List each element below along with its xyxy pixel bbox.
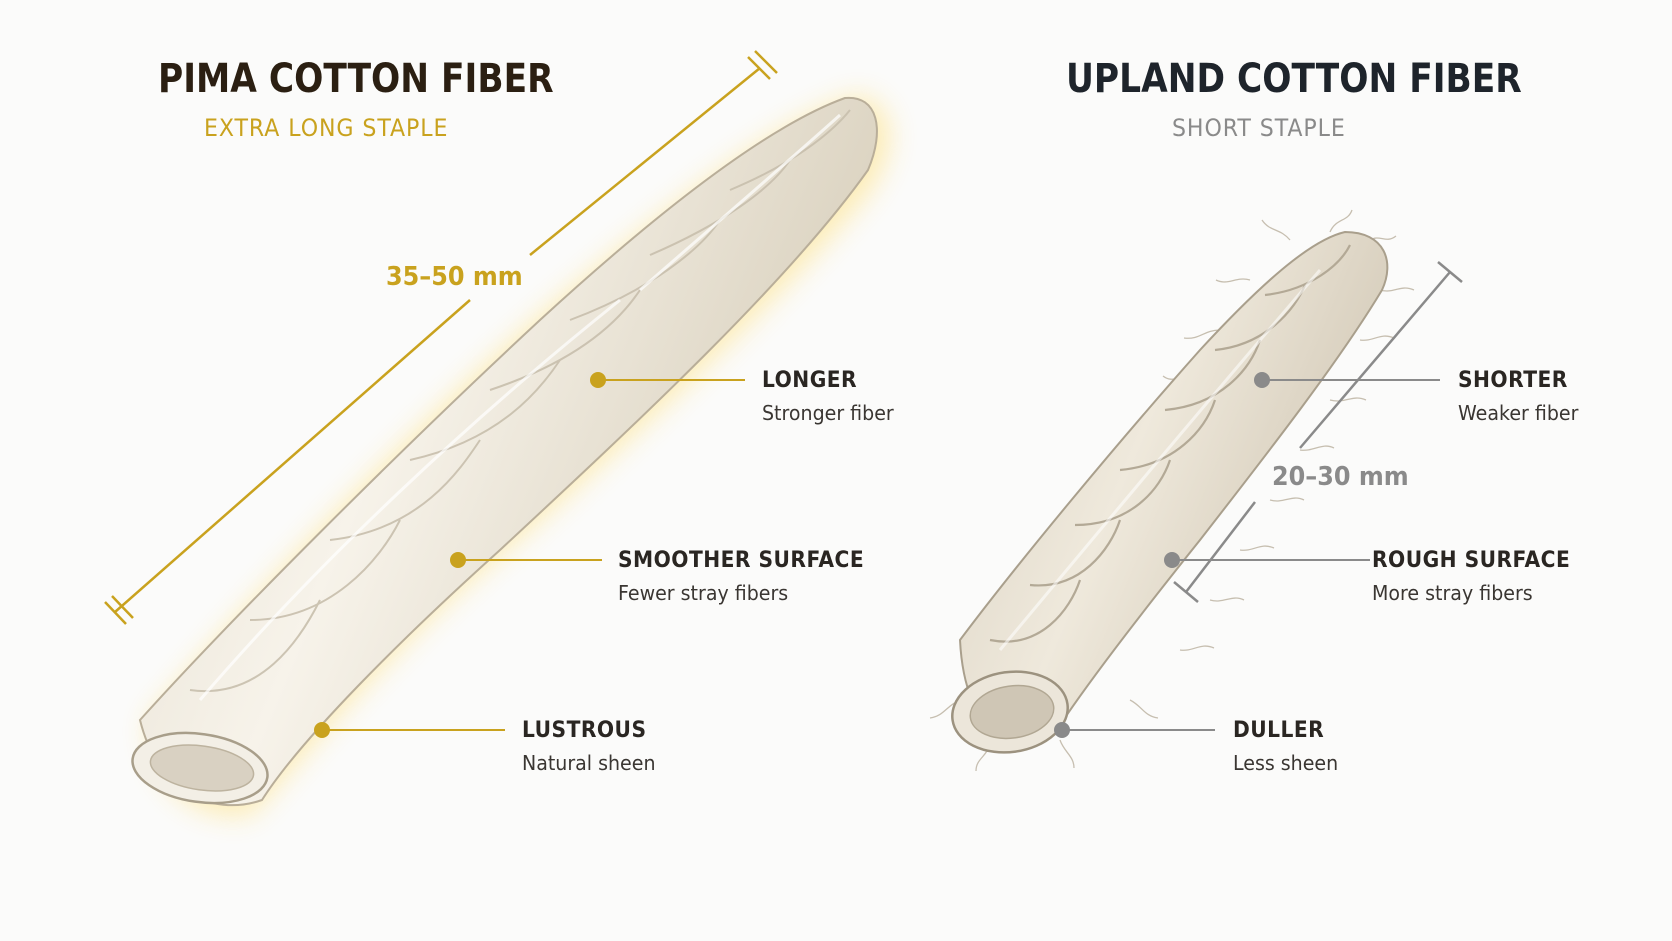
callout-heading: SHORTER (1458, 368, 1568, 393)
upland-callout-rough: ROUGH SURFACE More stray fibers (1372, 548, 1588, 605)
callout-description: Stronger fiber (762, 401, 894, 425)
pima-title: PIMA COTTON FIBER (158, 56, 554, 102)
pima-callout-dots (314, 372, 606, 738)
upland-subtitle: SHORT STAPLE (1172, 114, 1346, 142)
pima-callout-lustrous: LUSTROUS Natural sheen (522, 718, 663, 775)
upland-callout-dots (1054, 372, 1270, 738)
upland-title: UPLAND COTTON FIBER (1066, 56, 1522, 102)
callout-description: Less sheen (1233, 751, 1339, 775)
callout-heading: LONGER (762, 368, 858, 393)
callout-heading: ROUGH SURFACE (1372, 548, 1571, 573)
callout-heading: DULLER (1233, 718, 1325, 743)
pima-length-dimension (104, 50, 778, 625)
callout-description: Weaker fiber (1458, 401, 1579, 425)
upland-callout-leaders (1062, 379, 1440, 731)
callout-description: More stray fibers (1372, 581, 1533, 605)
callout-description: Fewer stray fibers (618, 581, 789, 605)
upland-length-dimension (1173, 261, 1463, 603)
pima-length-label: 35–50 mm (386, 262, 523, 292)
upland-fiber-illustration (929, 209, 1415, 772)
upland-length-label: 20–30 mm (1272, 462, 1409, 492)
pima-subtitle: EXTRA LONG STAPLE (204, 114, 449, 142)
upland-callout-duller: DULLER Less sheen (1233, 718, 1344, 775)
pima-callout-longer: LONGER Stronger fiber (762, 368, 901, 425)
upland-callout-shorter: SHORTER Weaker fiber (1458, 368, 1585, 425)
callout-description: Natural sheen (522, 751, 656, 775)
pima-fiber-illustration (131, 95, 890, 816)
callout-heading: LUSTROUS (522, 718, 647, 743)
pima-callout-leaders (322, 379, 745, 731)
callout-heading: SMOOTHER SURFACE (618, 548, 865, 573)
pima-callout-smoother: SMOOTHER SURFACE Fewer stray fibers (618, 548, 886, 605)
